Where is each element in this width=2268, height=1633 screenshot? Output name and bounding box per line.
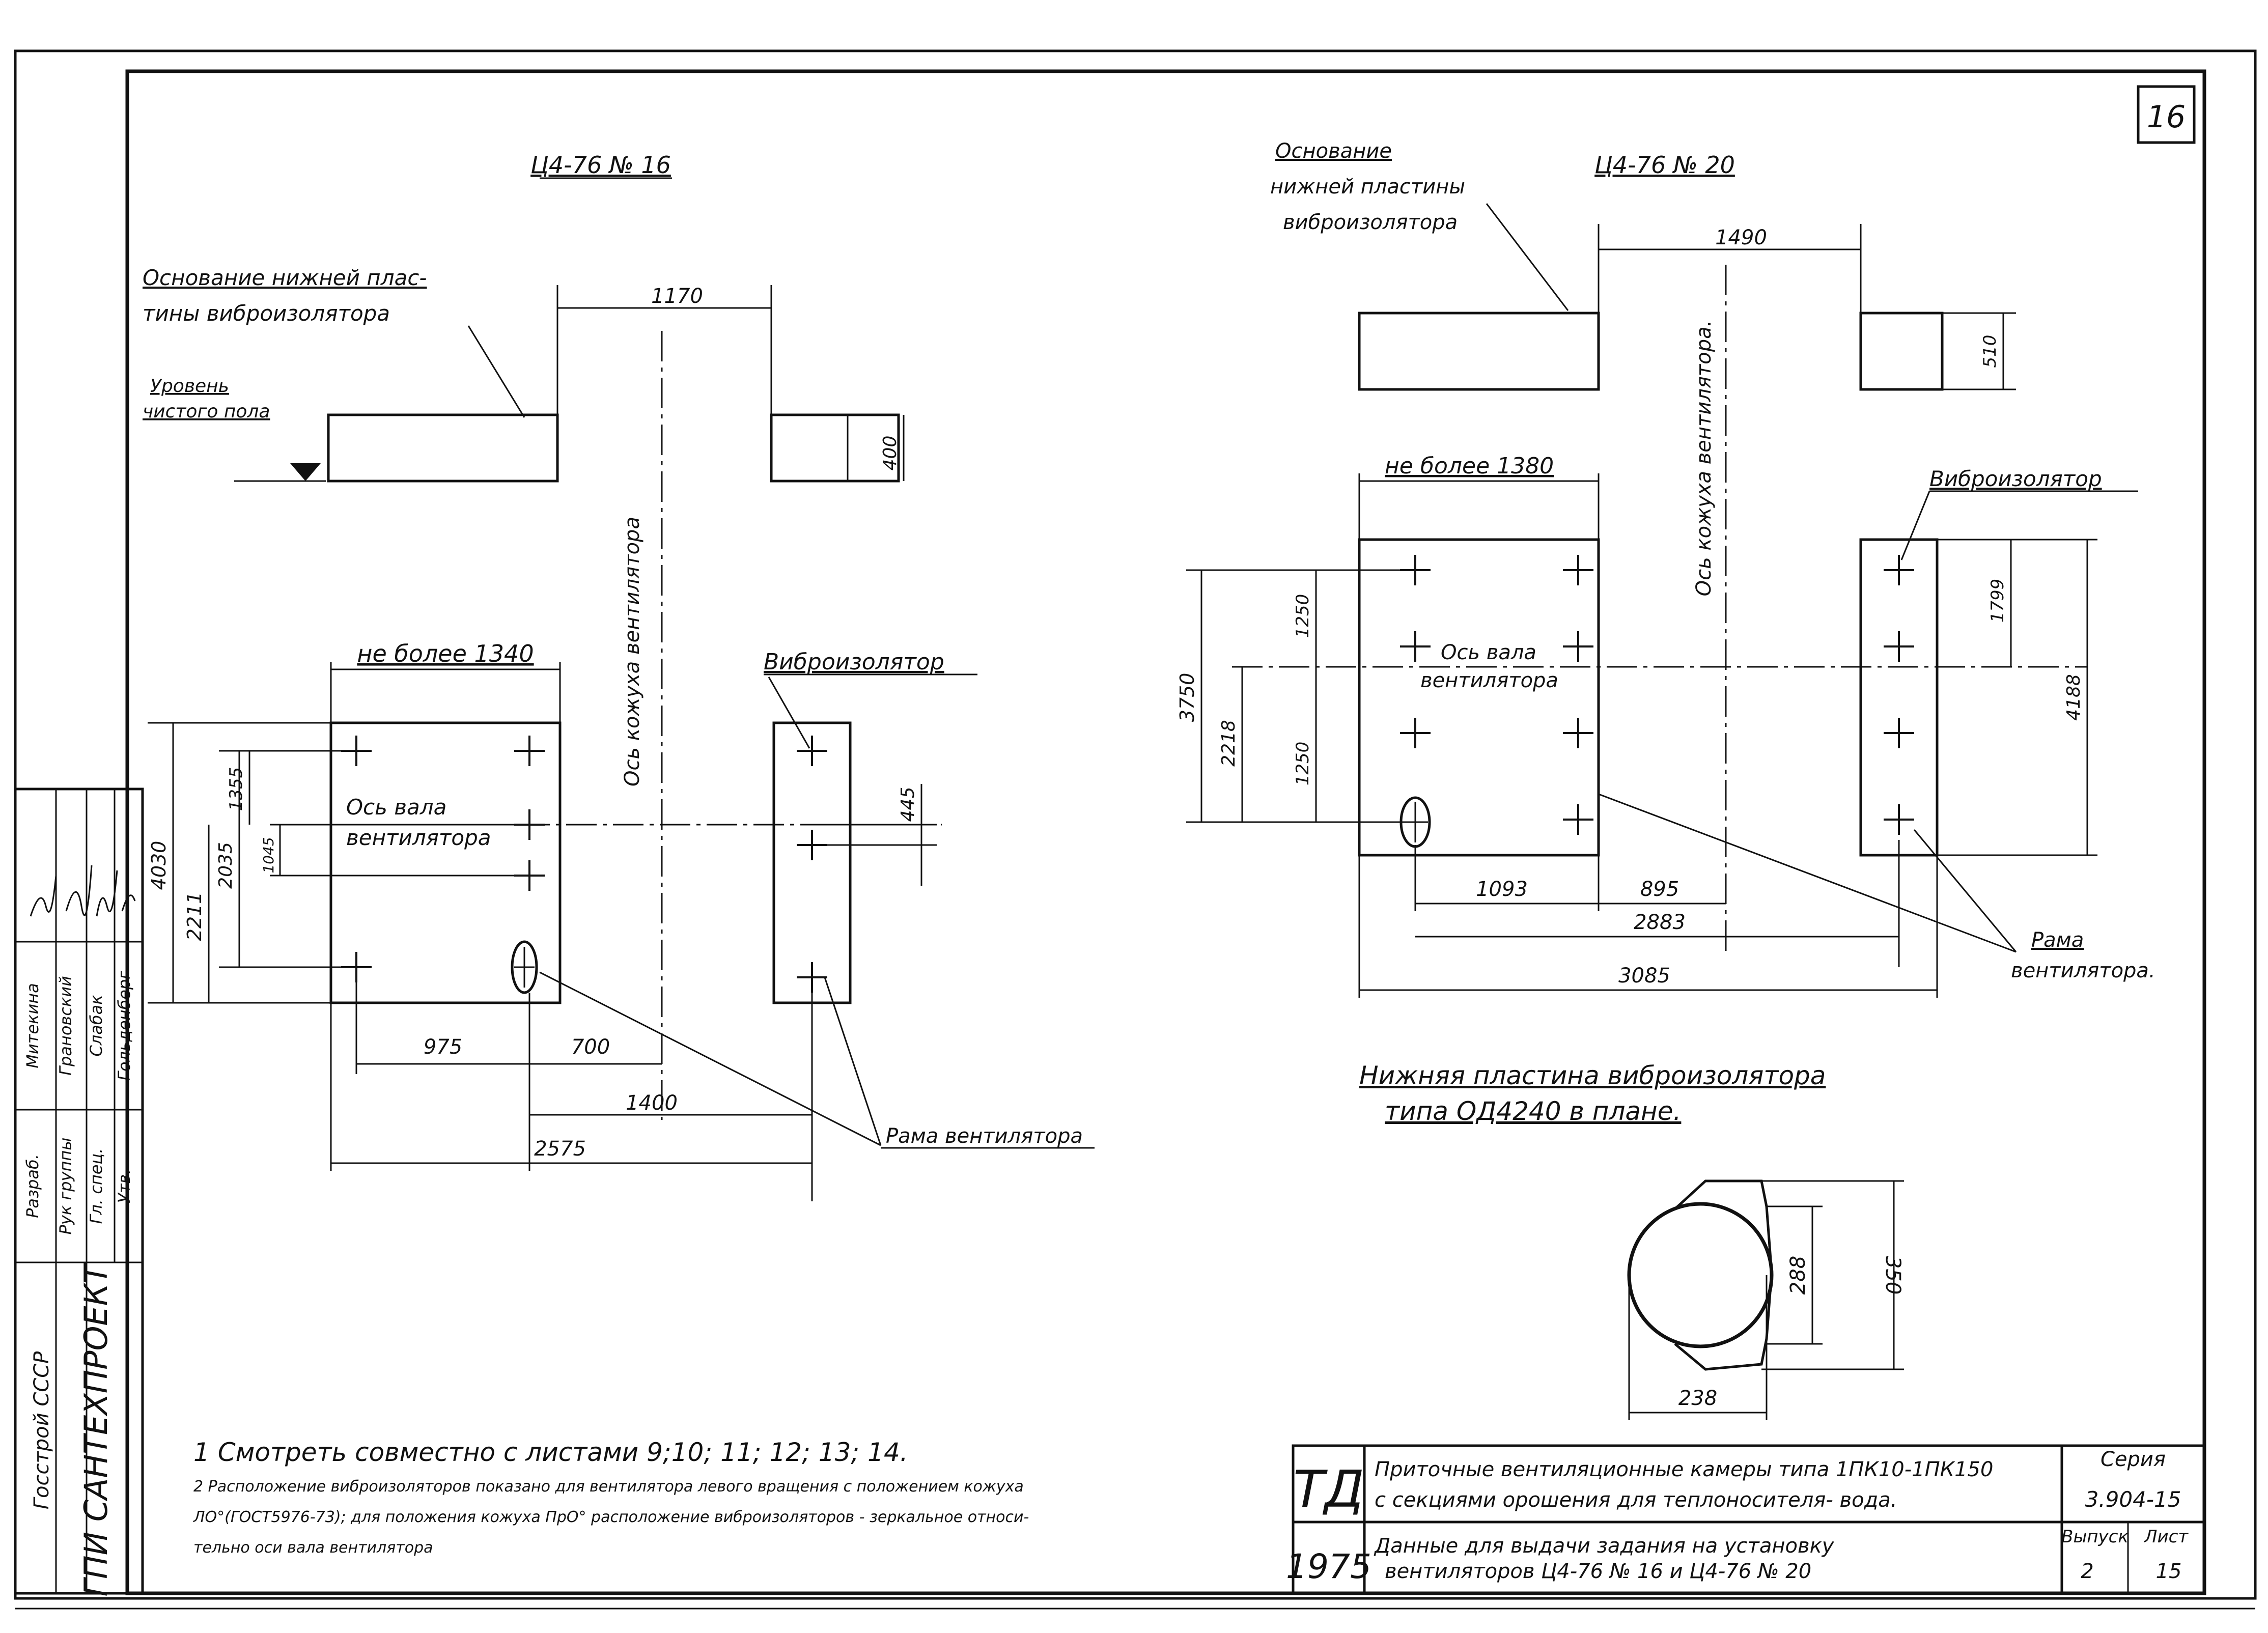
left-dim-400: 400: [880, 436, 901, 471]
right-dim-895: 895: [1640, 878, 1679, 901]
right-vibro-label: Виброизолятор: [1929, 466, 2102, 491]
right-frame-label-1: Рама: [2031, 928, 2084, 952]
right-base-label-3: виброизолятора: [1283, 211, 1458, 234]
note-2c: тельно оси вала вентилятора: [193, 1539, 433, 1557]
role-4: Утв.: [115, 1169, 134, 1203]
left-view: Ц4-76 № 16 Основание нижней плас- тины в…: [143, 151, 1095, 1201]
left-dim-445: 445: [898, 787, 918, 822]
right-shaft-axis-1: Ось вала: [1441, 641, 1536, 664]
left-dim-1400: 1400: [626, 1091, 678, 1115]
left-dim-2575: 2575: [534, 1137, 586, 1161]
right-dim-2883: 2883: [1634, 911, 1686, 934]
left-floor-label-1: Уровень: [150, 376, 229, 397]
left-dim-700: 700: [571, 1035, 610, 1059]
notes: 1 Смотреть совместно с листами 9;10; 11;…: [193, 1438, 1029, 1557]
right-dim-3750: 3750: [1176, 673, 1198, 722]
left-floor-label-2: чистого пола: [143, 401, 270, 422]
right-dim-1093: 1093: [1476, 878, 1528, 901]
left-dim-1170: 1170: [651, 285, 703, 308]
left-casing-axis: Ось кожуха вентилятора: [621, 517, 644, 786]
role-1: Разраб.: [23, 1154, 42, 1218]
left-dim-2211: 2211: [183, 892, 206, 941]
sheet-value: 15: [2156, 1560, 2182, 1583]
left-max-width: не более 1340: [357, 640, 534, 667]
desc2-line2: вентиляторов Ц4-76 № 16 и Ц4-76 № 20: [1385, 1560, 1811, 1583]
plate-title-2: типа ОД4240 в плане.: [1385, 1096, 1681, 1126]
right-shaft-axis-2: вентилятора: [1420, 669, 1558, 692]
name-4: Гольденберг: [115, 971, 134, 1081]
title-block: ТД 1975 Приточные вентиляционные камеры …: [1286, 1444, 2206, 1595]
right-view-title: Ц4-76 № 20: [1594, 151, 1735, 179]
right-dim-1490: 1490: [1715, 226, 1767, 249]
issue-value: 2: [2081, 1560, 2093, 1583]
signatures: [30, 865, 136, 917]
right-base-label-1: Основание: [1275, 139, 1392, 163]
org-1: Госстрой СССР: [30, 1351, 53, 1509]
note-2b: ЛО°(ГОСТ5976-73); для положения кожуха П…: [193, 1508, 1029, 1526]
left-shaft-axis-1: Ось вала: [346, 795, 446, 820]
left-frame-label: Рама вентилятора: [886, 1124, 1083, 1148]
left-dim-1045: 1045: [260, 837, 277, 873]
org-2: ГПИ САНТЕХПРОЕКТ: [77, 1262, 115, 1596]
note-1: 1 Смотреть совместно с листами 9;10; 11;…: [193, 1438, 908, 1467]
left-vibro-label: Виброизолятор: [764, 649, 944, 675]
left-dim-4030: 4030: [148, 841, 170, 890]
left-view-title: Ц4-76 № 16: [530, 151, 671, 179]
name-2: Грановский: [56, 976, 75, 1076]
year: 1975: [1286, 1547, 1371, 1586]
plate-dim-288: 288: [1786, 1256, 1810, 1294]
plate-title-1: Нижняя пластина виброизолятора: [1359, 1061, 1826, 1090]
series-value: 3.904-15: [2085, 1487, 2181, 1512]
note-2a: 2 Расположение виброизоляторов показано …: [193, 1478, 1024, 1496]
right-dim-3085: 3085: [1618, 964, 1670, 988]
right-dim-1250a: 1250: [1293, 594, 1313, 638]
desc1-line1: Приточные вентиляционные камеры типа 1ПК…: [1375, 1458, 1993, 1481]
name-3: Слабак: [87, 995, 106, 1057]
plate-dim-238: 238: [1678, 1387, 1717, 1410]
sheet-label: Лист: [2143, 1527, 2189, 1547]
role-2: Рук группы: [56, 1138, 75, 1235]
left-frame-marks: [341, 736, 545, 982]
right-max-width: не более 1380: [1385, 453, 1554, 479]
right-view: Основание нижней пластины виброизолятора…: [1176, 139, 2155, 998]
td-mark: ТД: [1293, 1459, 1364, 1519]
sheet-number-box: 16: [2137, 85, 2196, 144]
right-dim-4188: 4188: [2063, 674, 2084, 721]
left-dim-975: 975: [424, 1035, 462, 1059]
right-frame-label-2: вентилятора.: [2011, 959, 2155, 982]
left-dim-2035: 2035: [215, 842, 236, 889]
right-casing-axis: Ось кожуха вентилятора.: [1692, 320, 1716, 597]
left-shaft-axis-2: вентилятора: [346, 825, 491, 850]
right-dim-1799: 1799: [1987, 579, 2008, 623]
right-base-label-2: нижней пластины: [1270, 175, 1465, 199]
right-dim-510: 510: [1980, 335, 2000, 368]
issue-label: Выпуск: [2061, 1527, 2129, 1547]
left-base-label-1: Основание нижней плас-: [143, 265, 427, 290]
right-dim-1250b: 1250: [1293, 742, 1313, 786]
left-dim-1355: 1355: [226, 767, 246, 811]
desc1-line2: с секциями орошения для теплоносителя- в…: [1375, 1488, 1897, 1512]
right-dim-2218: 2218: [1218, 720, 1239, 767]
plate-dim-350: 350: [1881, 1256, 1905, 1294]
sheet-number: 16: [2147, 99, 2186, 135]
series-label: Серия: [2101, 1448, 2166, 1471]
left-base-label-2: тины виброизолятора: [143, 301, 390, 326]
name-1: Митекина: [23, 983, 42, 1068]
role-3: Гл. спец.: [87, 1148, 106, 1224]
desc2-line1: Данные для выдачи задания на установку: [1374, 1534, 1835, 1558]
side-stamp: Госстрой СССР ГПИ САНТЕХПРОЕКТ Разраб. Р…: [14, 787, 144, 1596]
plate-view: Нижняя пластина виброизолятора типа ОД42…: [1359, 1061, 1905, 1420]
